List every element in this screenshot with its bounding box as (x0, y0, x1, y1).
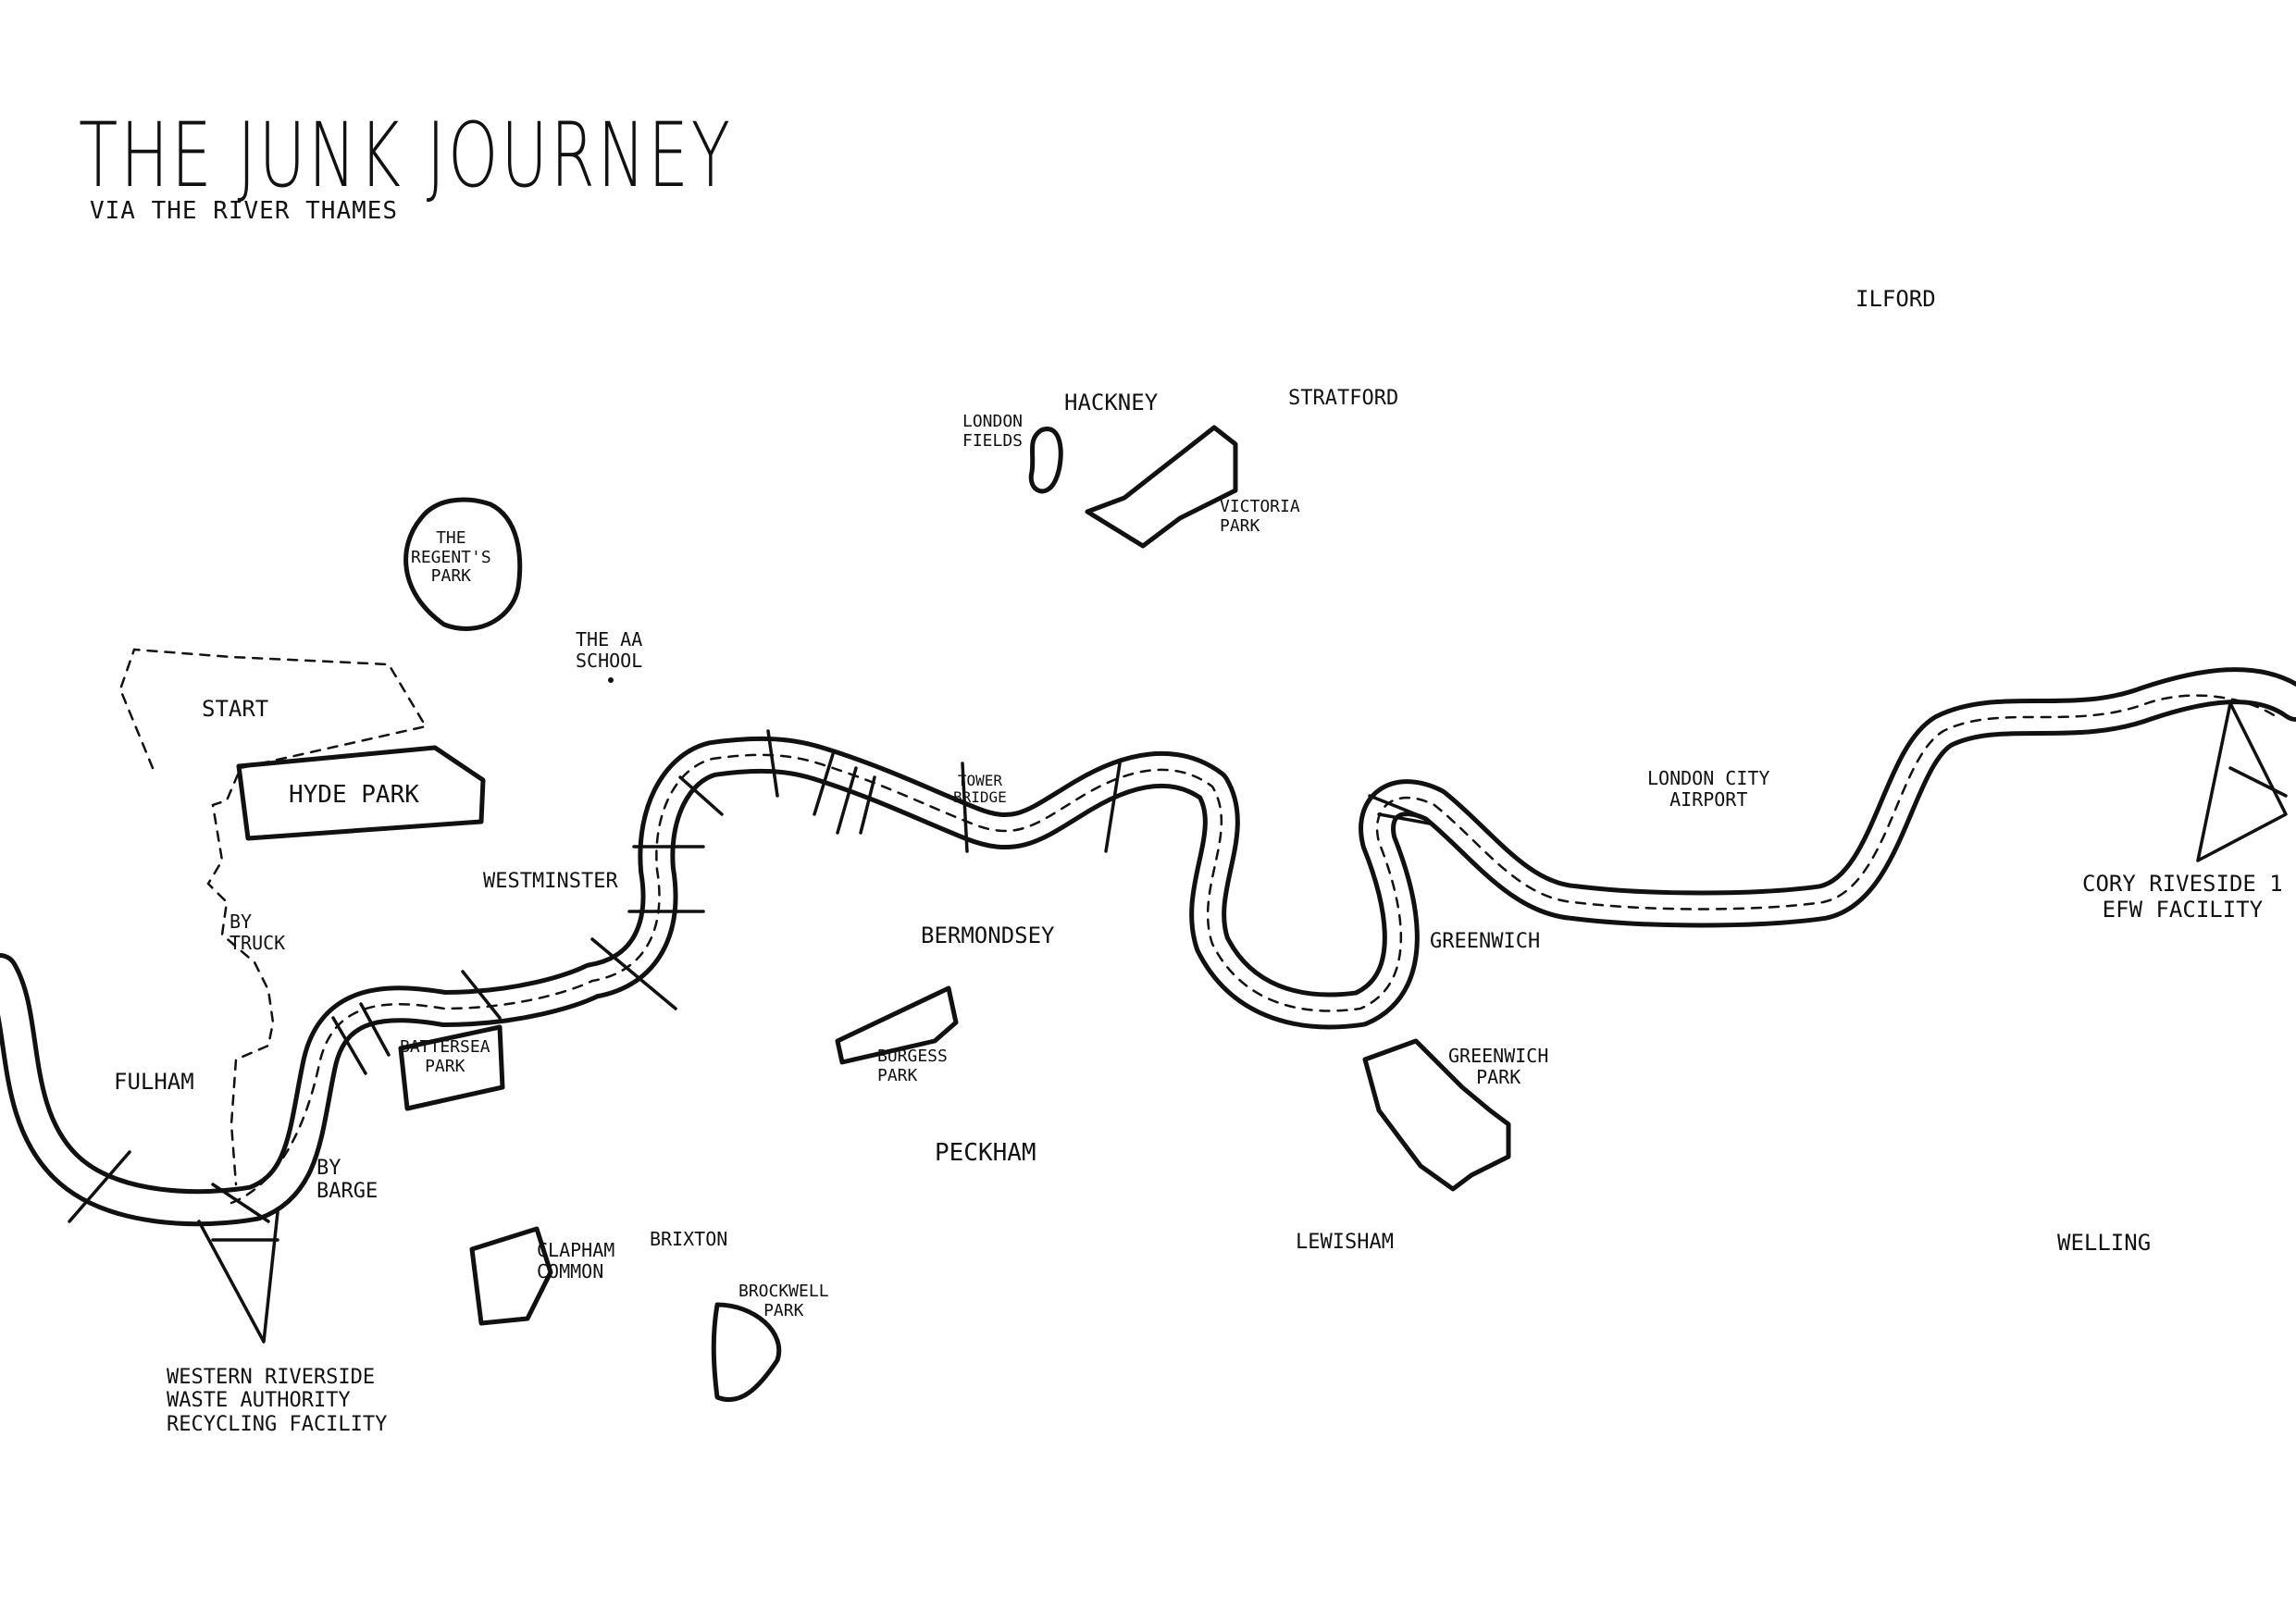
label-origin-facility: WESTERN RIVERSIDE WASTE AUTHORITY RECYCL… (167, 1366, 388, 1436)
parks (236, 425, 1511, 1403)
label-london-fields: LONDON FIELDS (962, 412, 1024, 451)
label-peckham: PECKHAM (935, 1139, 1036, 1167)
label-victoria-park: VICTORIA PARK (1220, 497, 1300, 536)
label-lewisham: LEWISHAM (1296, 1231, 1394, 1254)
hyde-park-outline (236, 745, 486, 841)
victoria-park-outline (1085, 425, 1238, 549)
map-subtitle: VIA THE RIVER THAMES (90, 197, 399, 225)
clapham-common-outline (469, 1226, 553, 1326)
label-by-barge: BY BARGE (316, 1157, 379, 1204)
label-brockwell-park: BROCKWELL PARK (738, 1282, 829, 1320)
label-destination-facility: CORY RIVESIDE 1 EFW FACILITY (2082, 871, 2283, 923)
label-stratford: STRATFORD (1288, 387, 1399, 410)
barge-route (230, 694, 2278, 1205)
truck-route (118, 648, 428, 1186)
regents-park-outline (403, 497, 523, 631)
label-hackney: HACKNEY (1064, 390, 1159, 415)
aa-school-dot (608, 677, 614, 683)
label-start: START (202, 696, 269, 722)
label-battersea-park: BATTERSEA PARK (400, 1037, 490, 1076)
battersea-park-outline (398, 1024, 505, 1111)
label-welling: WELLING (2057, 1230, 2152, 1256)
label-fulham: FULHAM (114, 1069, 194, 1095)
label-london-city-airport: LONDON CITY AIRPORT (1647, 767, 1770, 811)
label-greenwich: GREENWICH (1430, 930, 1541, 953)
label-regents-park: THE REGENT'S PARK (411, 528, 491, 587)
label-brixton: BRIXTON (650, 1228, 728, 1250)
bridges (68, 729, 1432, 1223)
london-fields-outline (1028, 427, 1063, 494)
label-clapham-common: CLAPHAM COMMON (537, 1239, 615, 1282)
label-by-truck: BY TRUCK (230, 911, 286, 954)
map-title: THE JUNK JOURNEY (79, 104, 733, 207)
river-thames (0, 667, 2296, 1227)
label-westminster: WESTMINSTER (483, 870, 618, 893)
label-greenwich-park: GREENWICH PARK (1448, 1045, 1549, 1088)
label-ilford: ILFORD (1855, 286, 1936, 312)
label-burgess-park: BURGESS PARK (877, 1047, 948, 1085)
burgess-park-outline (835, 985, 959, 1065)
label-bermondsey: BERMONDSEY (921, 923, 1055, 948)
label-aa-school: THE AA SCHOOL (576, 628, 643, 672)
label-tower-bridge: TOWER BRIDGE (953, 772, 1007, 807)
brockwell-park-outline (711, 1302, 782, 1403)
facility-markers (197, 701, 2288, 1344)
greenwich-park-outline (1362, 1038, 1511, 1192)
label-hyde-park: HYDE PARK (289, 781, 419, 809)
